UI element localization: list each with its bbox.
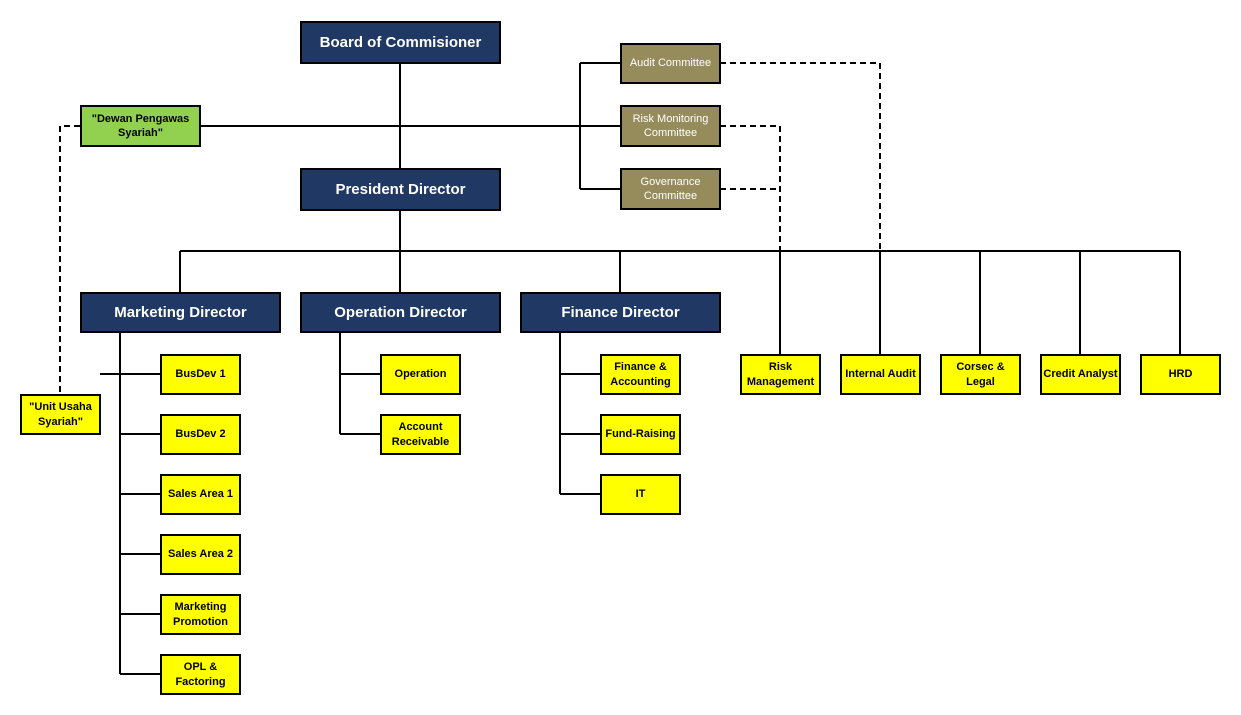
unit-busdev-1: BusDev 1 (160, 354, 241, 395)
unit-fund-raising: Fund-Raising (600, 414, 681, 455)
unit-sales-area-1: Sales Area 1 (160, 474, 241, 515)
unit-finance-accounting: Finance & Accounting (600, 354, 681, 395)
unit-sales-area-2: Sales Area 2 (160, 534, 241, 575)
unit-risk-management: Risk Management (740, 354, 821, 395)
operation-director: Operation Director (300, 292, 501, 333)
unit-internal-audit: Internal Audit (840, 354, 921, 395)
unit-account-receivable: Account Receivable (380, 414, 461, 455)
unit-operation: Operation (380, 354, 461, 395)
board-of-commissioner: Board of Commisioner (300, 21, 501, 64)
audit-committee: Audit Committee (620, 43, 721, 84)
unit-busdev-2: BusDev 2 (160, 414, 241, 455)
unit-hrd: HRD (1140, 354, 1221, 395)
unit-marketing-promotion: Marketing Promotion (160, 594, 241, 635)
marketing-director: Marketing Director (80, 292, 281, 333)
governance-committee: Governance Committee (620, 168, 721, 210)
risk-monitoring-committee: Risk Monitoring Committee (620, 105, 721, 147)
unit-usaha-syariah: "Unit Usaha Syariah" (20, 394, 101, 435)
unit-it: IT (600, 474, 681, 515)
unit-credit-analyst: Credit Analyst (1040, 354, 1121, 395)
unit-corsec-legal: Corsec & Legal (940, 354, 1021, 395)
finance-director: Finance Director (520, 292, 721, 333)
president-director: President Director (300, 168, 501, 211)
dewan-pengawas-syariah: "Dewan Pengawas Syariah" (80, 105, 201, 147)
unit-opl-factoring: OPL & Factoring (160, 654, 241, 695)
